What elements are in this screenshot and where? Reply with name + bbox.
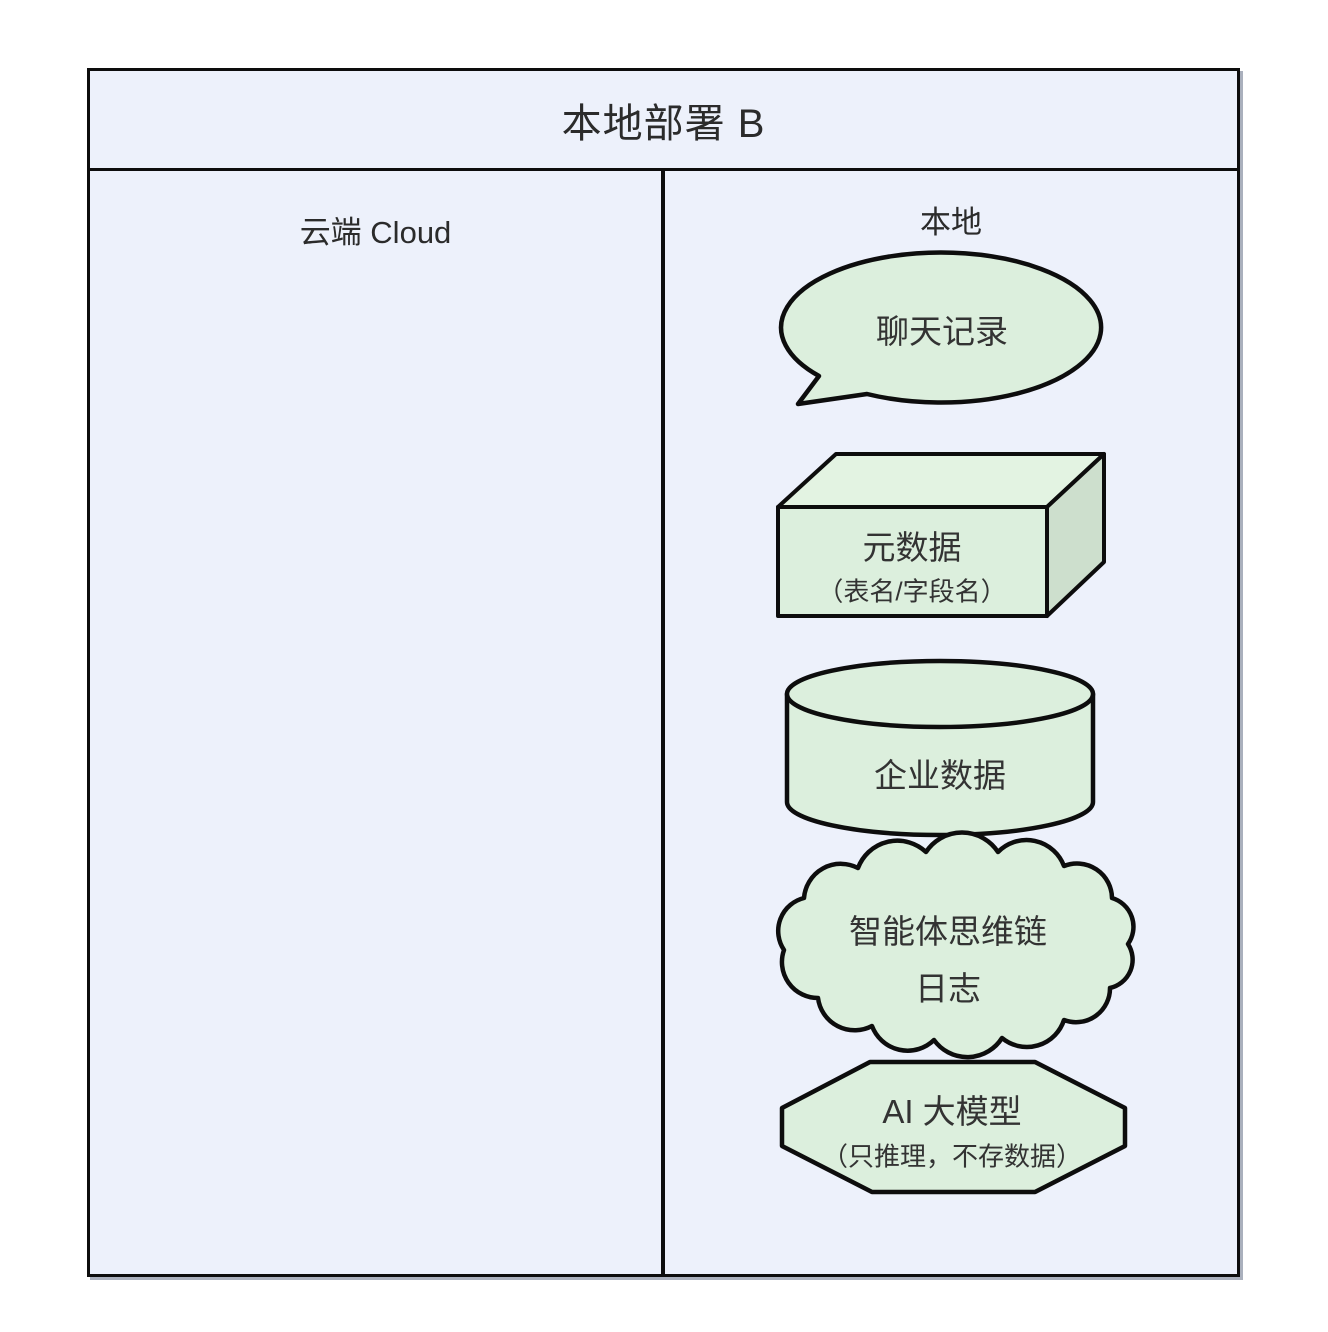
local-column-header: 本地 — [920, 205, 982, 240]
cloud-column: 云端 Cloud — [90, 171, 665, 1274]
diagram-title: 本地部署 B — [90, 71, 1237, 171]
local-column: 本地 — [665, 171, 1237, 1274]
columns-row: 云端 Cloud 本地 — [90, 171, 1237, 1274]
deployment-container: 本地部署 B 云端 Cloud 本地 — [87, 68, 1240, 1277]
cloud-column-header: 云端 Cloud — [299, 215, 452, 250]
